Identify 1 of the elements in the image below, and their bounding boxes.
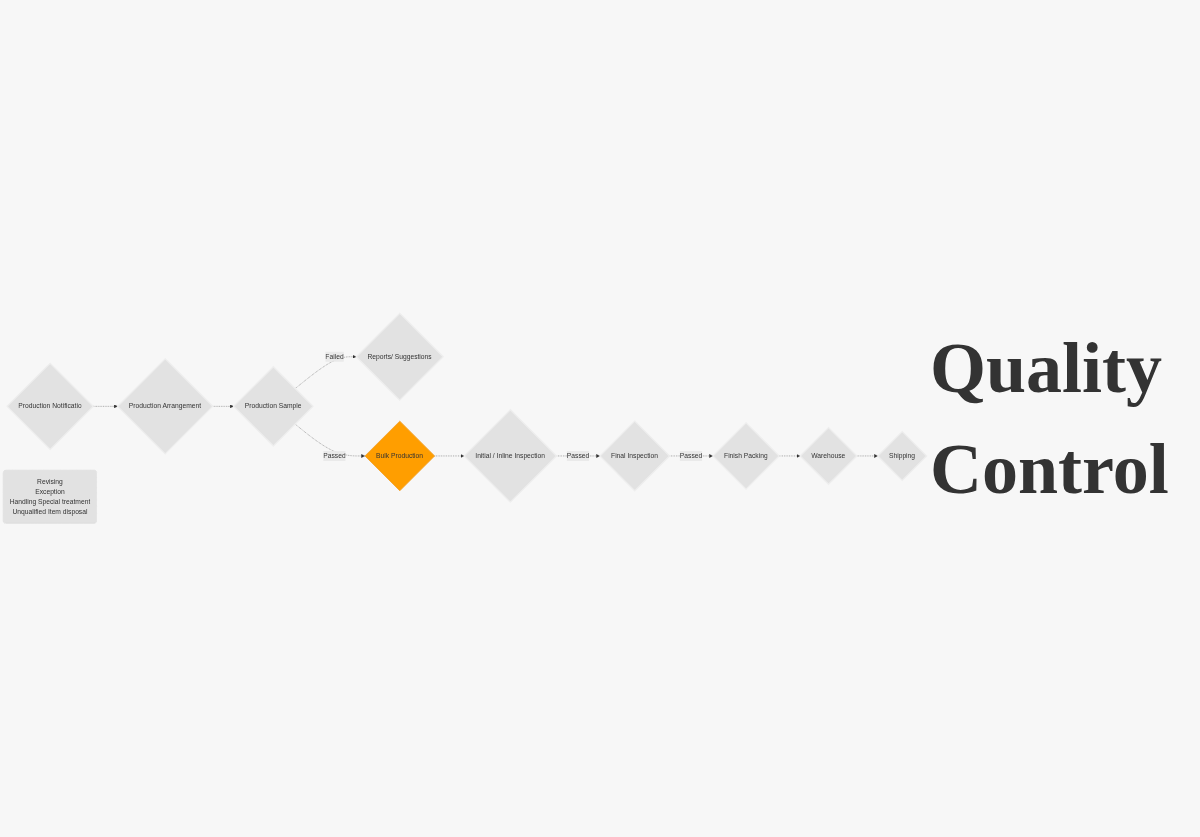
title: Quality Control xyxy=(930,326,1170,511)
